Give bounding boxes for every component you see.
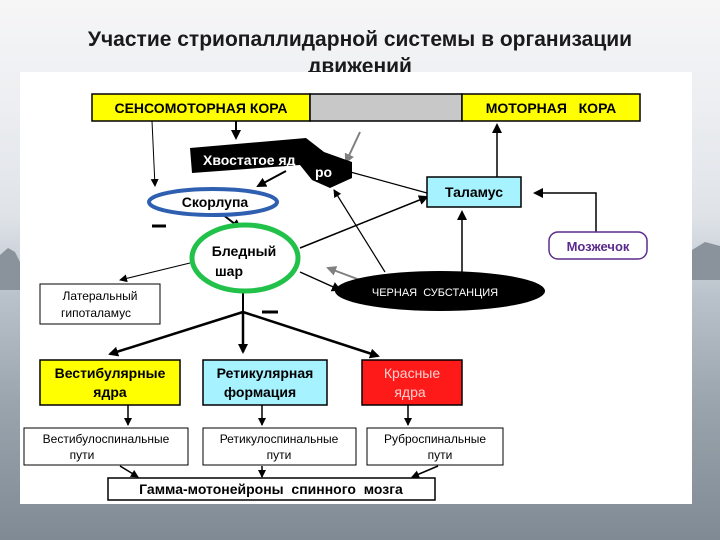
vestibulospinal-path-label-line1: Вестибулоспинальные [43,432,170,446]
red-nuclei-label-line2: ядра [394,384,426,400]
vestibular-nuclei-label-line2: ядра [93,384,127,400]
thalamus-label: Таламус [445,184,503,200]
putamen-label: Скорлупа [182,194,249,210]
vestibulospinal-path-label-line2: пути [70,448,95,462]
rubrospinal-path-box [366,427,504,466]
rubrospinal-path-label-line1: Руброспинальные [384,432,486,446]
arrow-cortex-to-putamen [150,120,159,187]
motor-cortex-box [461,93,641,122]
caudate-label-tail: ро [315,164,332,180]
cortex-gap-box [309,93,463,122]
caudate-nucleus: Хвостатое яд ро [190,138,352,188]
reticular-formation-label-line1: Ретикулярная [217,365,314,381]
gamma-motoneurons-label: Гамма-мотонейроны спинного мозга [139,481,403,497]
substantia-nigra-label: ЧЕРНАЯ СУБСТАНЦИЯ [372,287,498,299]
arrow-globus-to-nigra [299,271,342,292]
slide-title-line1: Участие стриопаллидарной системы в орган… [87,28,633,51]
arrow-to-vestibular [108,310,244,357]
gray-arrow-cortex-to-caudate [344,131,361,164]
red-nuclei-box [361,359,463,406]
putamen-ellipse [147,187,279,217]
vestibulospinal-path-box [23,427,189,466]
vestibular-nuclei-label-line1: Вестибулярные [55,365,166,381]
cerebellum-label: Мозжечок [567,239,630,254]
reticulospinal-path-label-line1: Ретикулоспинальные [220,432,339,446]
distant-island [692,242,720,280]
sensorimotor-cortex-label: СЕНСОМОТОРНАЯ КОРА [114,100,287,116]
vestibular-nuclei-box [39,359,181,406]
reticulospinal-path-label-line2: пути [267,448,292,462]
reticulospinal-path-box [202,427,357,466]
caudate-shape [190,138,352,188]
diagram: СЕНСОМОТОРНАЯ КОРА МОТОРНАЯ КОРА Хвостат… [23,93,648,501]
globus-pallidus-ellipse [189,222,301,294]
gamma-motoneurons-box [107,477,436,501]
arrow-globus-to-thalamus [299,195,429,249]
red-nuclei-label-line1: Красные [384,365,441,381]
motor-cortex-label: МОТОРНАЯ КОРА [486,100,617,116]
substantia-nigra-ellipse [335,271,545,311]
lateral-hypothalamus-box [39,283,161,325]
lateral-hypothalamus-label-line1: Латеральный [63,289,138,303]
arrow-globus-to-hypothalamus [119,262,191,283]
globus-pallidus-label-line1: Бледный [212,243,276,259]
distant-island [0,248,20,290]
arrow-nigra-to-caudate [333,189,386,273]
reticular-formation-box [202,359,328,406]
caudate-label: Хвостатое яд [203,152,296,168]
globus-pallidus-label-line2: шар [215,263,243,279]
arrow-cerebellum-to-thalamus [533,188,597,232]
connectors [108,120,597,478]
lateral-hypothalamus-label-line2: гипоталамус [61,306,131,320]
sensorimotor-cortex-box [91,93,311,122]
arrow-caudate-to-putamen [256,170,287,187]
arrow-vestibulospinal-to-gamma [119,465,139,478]
cortex-bar: СЕНСОМОТОРНАЯ КОРА МОТОРНАЯ КОРА [91,93,641,122]
diagram-panel: СЕНСОМОТОРНАЯ КОРА МОТОРНАЯ КОРА Хвостат… [20,72,692,504]
cerebellum-box [548,231,648,260]
arrow-rubrospinal-to-gamma [411,465,439,478]
reticular-formation-label-line2: формация [224,384,296,400]
arrow-to-red-nuclei [242,310,380,359]
thalamus-box [426,176,522,208]
rubrospinal-path-label-line2: пути [428,448,453,462]
